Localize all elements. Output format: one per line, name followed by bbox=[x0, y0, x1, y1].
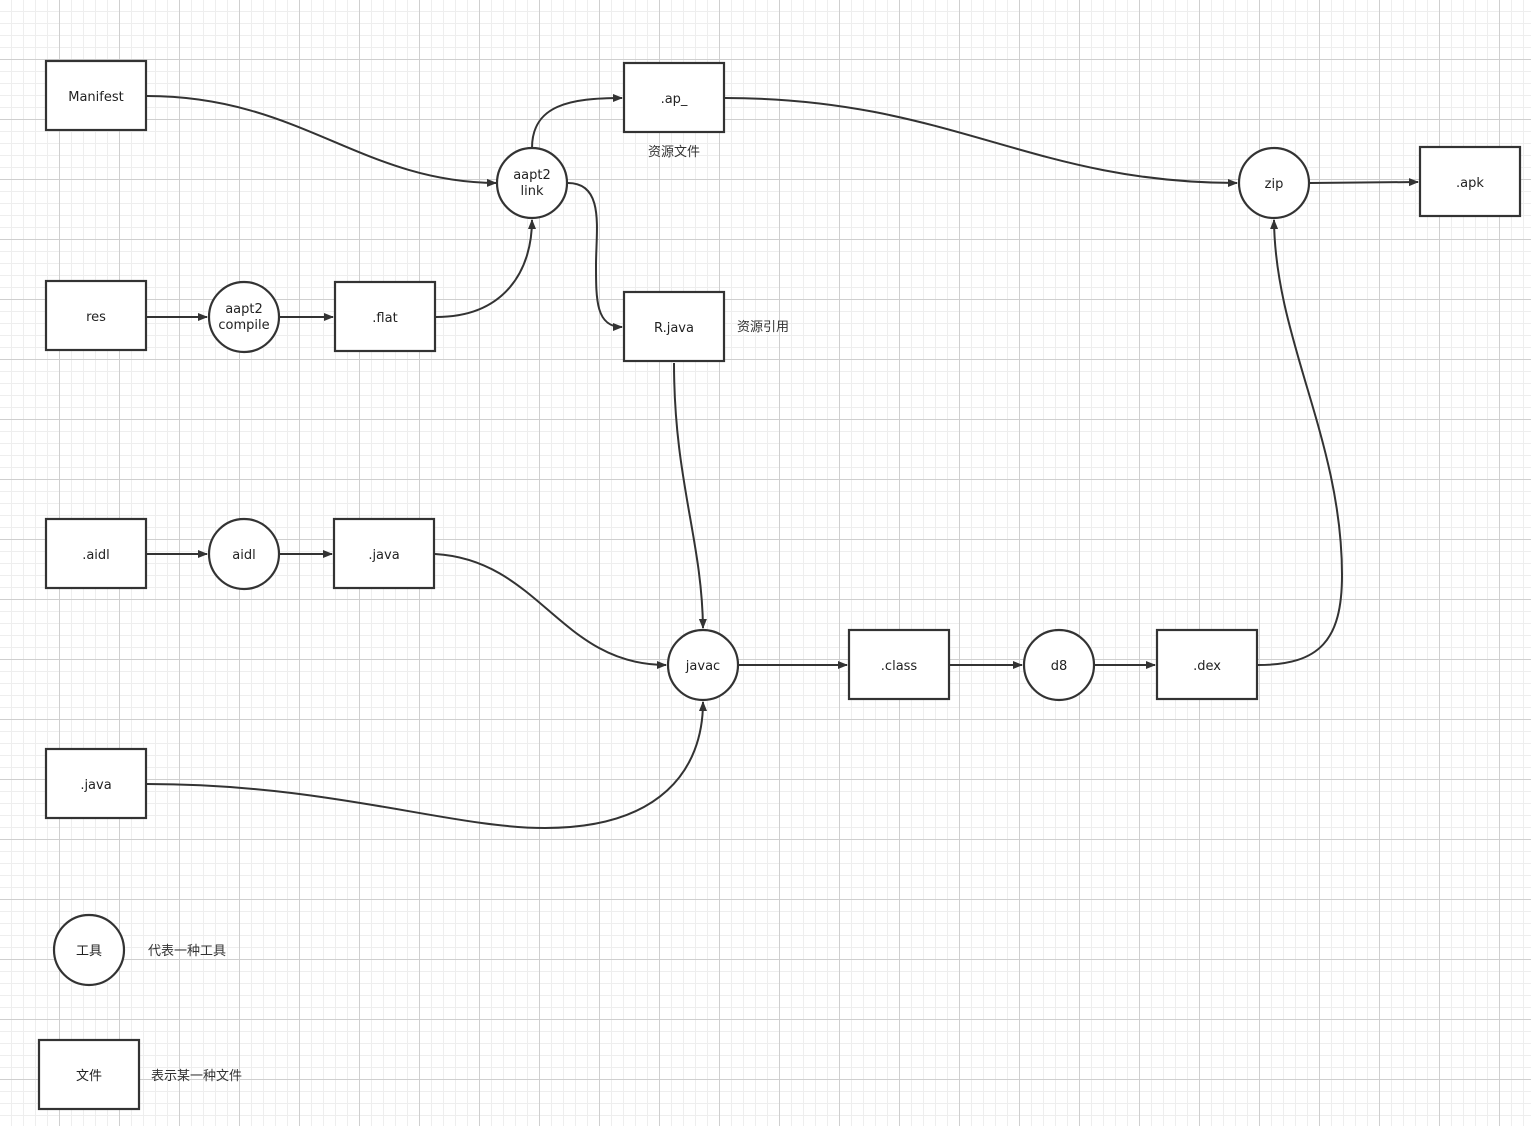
legend-tool-description: 代表一种工具 bbox=[148, 944, 226, 959]
node-manifest-label: Manifest bbox=[68, 90, 123, 105]
legend-tool-symbol-label: 工具 bbox=[76, 944, 102, 959]
node-java-gen-label: .java bbox=[368, 548, 399, 563]
node-apk-label: .apk bbox=[1456, 176, 1484, 191]
edge-manifest-to-aapt2-link bbox=[146, 95, 497, 187]
node-dex-label: .dex bbox=[1193, 659, 1221, 674]
node-java-src: .java bbox=[44, 747, 148, 820]
legend-tool: 工具 代表一种工具 bbox=[52, 913, 226, 987]
node-aapt2-compile-label-line2: compile bbox=[218, 318, 269, 333]
node-aidl-file-label: .aidl bbox=[82, 548, 110, 563]
node-aidl-file: .aidl bbox=[44, 517, 148, 590]
node-d8: d8 bbox=[1022, 628, 1096, 702]
edges bbox=[146, 94, 1419, 830]
node-aidl-tool-label: aidl bbox=[232, 548, 255, 563]
edge-flat-to-aapt2-link bbox=[435, 219, 536, 318]
node-class-label: .class bbox=[881, 659, 918, 674]
legend-file-description: 表示某一种文件 bbox=[151, 1069, 242, 1084]
node-java-src-label: .java bbox=[80, 778, 111, 793]
node-aidl-tool: aidl bbox=[207, 517, 281, 591]
node-r-java: R.java bbox=[622, 290, 726, 363]
node-java-gen: .java bbox=[332, 517, 436, 590]
node-dex: .dex bbox=[1155, 628, 1259, 701]
ap-annotation: 资源文件 bbox=[648, 145, 700, 160]
legend-file: 文件 表示某一种文件 bbox=[37, 1038, 242, 1111]
edge-java-gen-to-javac bbox=[434, 553, 667, 669]
edge-java-src-to-javac bbox=[146, 701, 707, 830]
edge-r-java-to-javac bbox=[673, 362, 707, 629]
node-javac-label: javac bbox=[685, 659, 720, 674]
node-res: res bbox=[44, 279, 148, 352]
node-javac: javac bbox=[666, 628, 740, 702]
node-aapt2-link-label-line2: link bbox=[521, 184, 544, 199]
node-d8-label: d8 bbox=[1051, 659, 1068, 674]
legend-file-symbol-label: 文件 bbox=[76, 1069, 102, 1084]
node-zip: zip bbox=[1237, 146, 1311, 220]
edge-aapt2-link-to-r-java bbox=[567, 182, 623, 331]
edge-dex-to-zip bbox=[1257, 219, 1344, 666]
r-java-annotation: 资源引用 bbox=[737, 320, 789, 335]
node-aapt2-compile: aapt2 compile bbox=[207, 280, 281, 354]
legend: 工具 代表一种工具 文件 表示某一种文件 bbox=[37, 913, 242, 1111]
edge-aapt2-link-to-ap bbox=[531, 94, 623, 149]
node-ap: .ap_ bbox=[622, 61, 726, 134]
node-ap-label: .ap_ bbox=[661, 92, 688, 107]
node-class: .class bbox=[847, 628, 951, 701]
node-res-label: res bbox=[86, 310, 106, 325]
node-flat-label: .flat bbox=[372, 311, 397, 326]
edge-zip-to-apk bbox=[1309, 178, 1419, 187]
node-zip-label: zip bbox=[1265, 177, 1284, 192]
node-apk: .apk bbox=[1418, 145, 1522, 218]
node-manifest: Manifest bbox=[44, 59, 148, 132]
node-r-java-label: R.java bbox=[654, 321, 694, 336]
node-aapt2-compile-label-line1: aapt2 bbox=[225, 302, 263, 317]
node-aapt2-link-label-line1: aapt2 bbox=[513, 168, 551, 183]
node-flat: .flat bbox=[333, 280, 437, 353]
node-aapt2-link: aapt2 link bbox=[495, 146, 569, 220]
edge-ap-to-zip bbox=[724, 97, 1238, 187]
